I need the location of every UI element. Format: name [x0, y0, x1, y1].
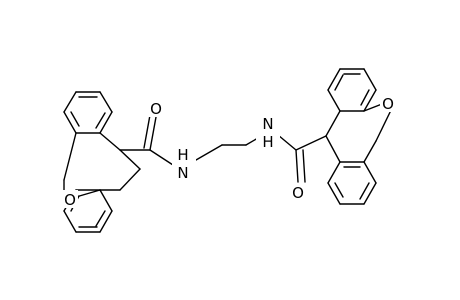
bond-left-amide — [149, 149, 174, 166]
bond-right-amide — [295, 135, 327, 151]
bond-right-ring-b — [327, 161, 341, 184]
bond-right-ring-b — [327, 182, 341, 205]
bond-right-central — [363, 140, 377, 163]
bond-right-amide — [295, 149, 299, 183]
bond-right-ring-a-inner — [334, 74, 344, 91]
svg-text:O: O — [382, 95, 394, 113]
bond-right-amide — [302, 149, 306, 183]
svg-text:H: H — [177, 146, 188, 164]
atom-nh-left: H N — [172, 145, 196, 182]
bond-left-central — [119, 149, 141, 170]
atom-o-right-ring: O — [380, 94, 396, 113]
atom-carbonyl-o-right: O — [290, 183, 306, 202]
atom-carbonyl-o-left: O — [148, 99, 164, 118]
bond-right-ring-b-inner — [334, 182, 344, 198]
bond-right-ring-a-inner — [360, 89, 370, 106]
bond-left-ring-a — [63, 111, 77, 134]
bond-right-ring-b — [325, 135, 341, 163]
bond-left-central — [119, 168, 141, 191]
bond-right-ring-a — [363, 89, 377, 112]
bond-right-amide — [277, 134, 297, 151]
bond-right-ring-a — [363, 68, 377, 91]
svg-text:O: O — [150, 100, 162, 118]
bond-linker — [195, 144, 223, 161]
bond-right-central — [325, 110, 341, 137]
bond-right-ring-a — [327, 89, 341, 112]
svg-text:N: N — [262, 115, 273, 133]
bond-right-ring-b-inner — [359, 182, 370, 200]
atom-layer: O O O O H N N H — [62, 94, 396, 209]
bond-left-ring-a-inner — [70, 111, 80, 127]
atom-nh-right: N H — [256, 114, 280, 151]
bond-left-ring-b — [99, 189, 113, 212]
atom-o-left-ring: O — [62, 190, 78, 209]
bond-layer — [63, 68, 395, 233]
bond-left-ring-b — [99, 210, 113, 233]
svg-text:O: O — [292, 184, 304, 202]
svg-text:H: H — [262, 133, 273, 151]
bond-left-amide — [143, 114, 151, 149]
svg-text:O: O — [64, 191, 76, 209]
bond-left-ring-a — [63, 91, 77, 113]
bond-right-central — [363, 103, 383, 112]
bond-left-amide — [149, 116, 157, 151]
bond-right-ring-a — [327, 68, 341, 91]
bond-left-ring-a — [99, 111, 113, 134]
bond-right-ring-b — [363, 182, 377, 205]
bond-left-ring-b — [63, 210, 77, 233]
bond-left-ring-b-inner — [95, 210, 106, 227]
bond-right-ring-b — [363, 161, 377, 184]
svg-text:N: N — [177, 164, 188, 182]
bond-left-central — [99, 132, 121, 151]
bond-left-ring-a — [99, 91, 113, 113]
bond-left-central — [63, 132, 77, 181]
bond-left-central — [75, 189, 101, 198]
bond-left-ring-a-inner — [95, 112, 106, 129]
